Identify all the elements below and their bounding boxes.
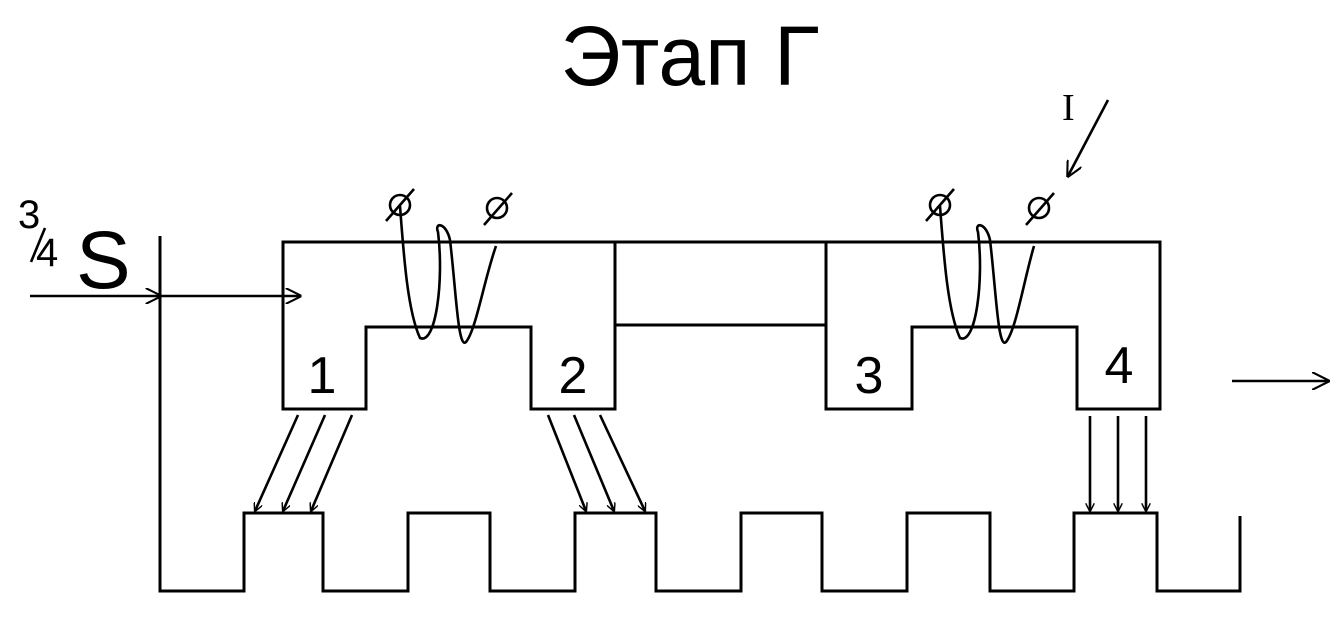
winding-a	[385, 188, 513, 344]
pole-label-4: 4	[1105, 337, 1134, 395]
current-label: I	[1062, 87, 1075, 129]
winding-b-terminal-1-icon	[928, 193, 952, 217]
winding-b	[925, 188, 1055, 344]
step-fraction-denominator: 4	[36, 231, 58, 275]
winding-b-terminal-2-icon	[1027, 196, 1051, 220]
flux-arrows-pole-4	[1090, 416, 1146, 511]
flux-arrows-pole-2	[546, 414, 645, 511]
step-symbol: S	[76, 215, 131, 306]
flux-arrows-pole-1	[255, 414, 354, 511]
pole-label-1: 1	[308, 347, 337, 405]
pole-label-2: 2	[559, 347, 588, 405]
current-arrow	[1068, 99, 1110, 176]
step-fraction-bar	[29, 227, 47, 263]
step-fraction-numerator: 3	[18, 193, 40, 237]
toothed-rotor	[158, 236, 1242, 593]
diagram-title: Этап Г	[561, 9, 820, 103]
step-size-label: 3 4 S	[18, 193, 131, 306]
stator-core-a	[281, 240, 617, 411]
pole-label-3: 3	[855, 347, 884, 405]
stator-core-b	[824, 240, 1162, 411]
winding-a-terminal-2-icon	[485, 196, 509, 220]
winding-a-terminal-1-icon	[388, 193, 412, 217]
